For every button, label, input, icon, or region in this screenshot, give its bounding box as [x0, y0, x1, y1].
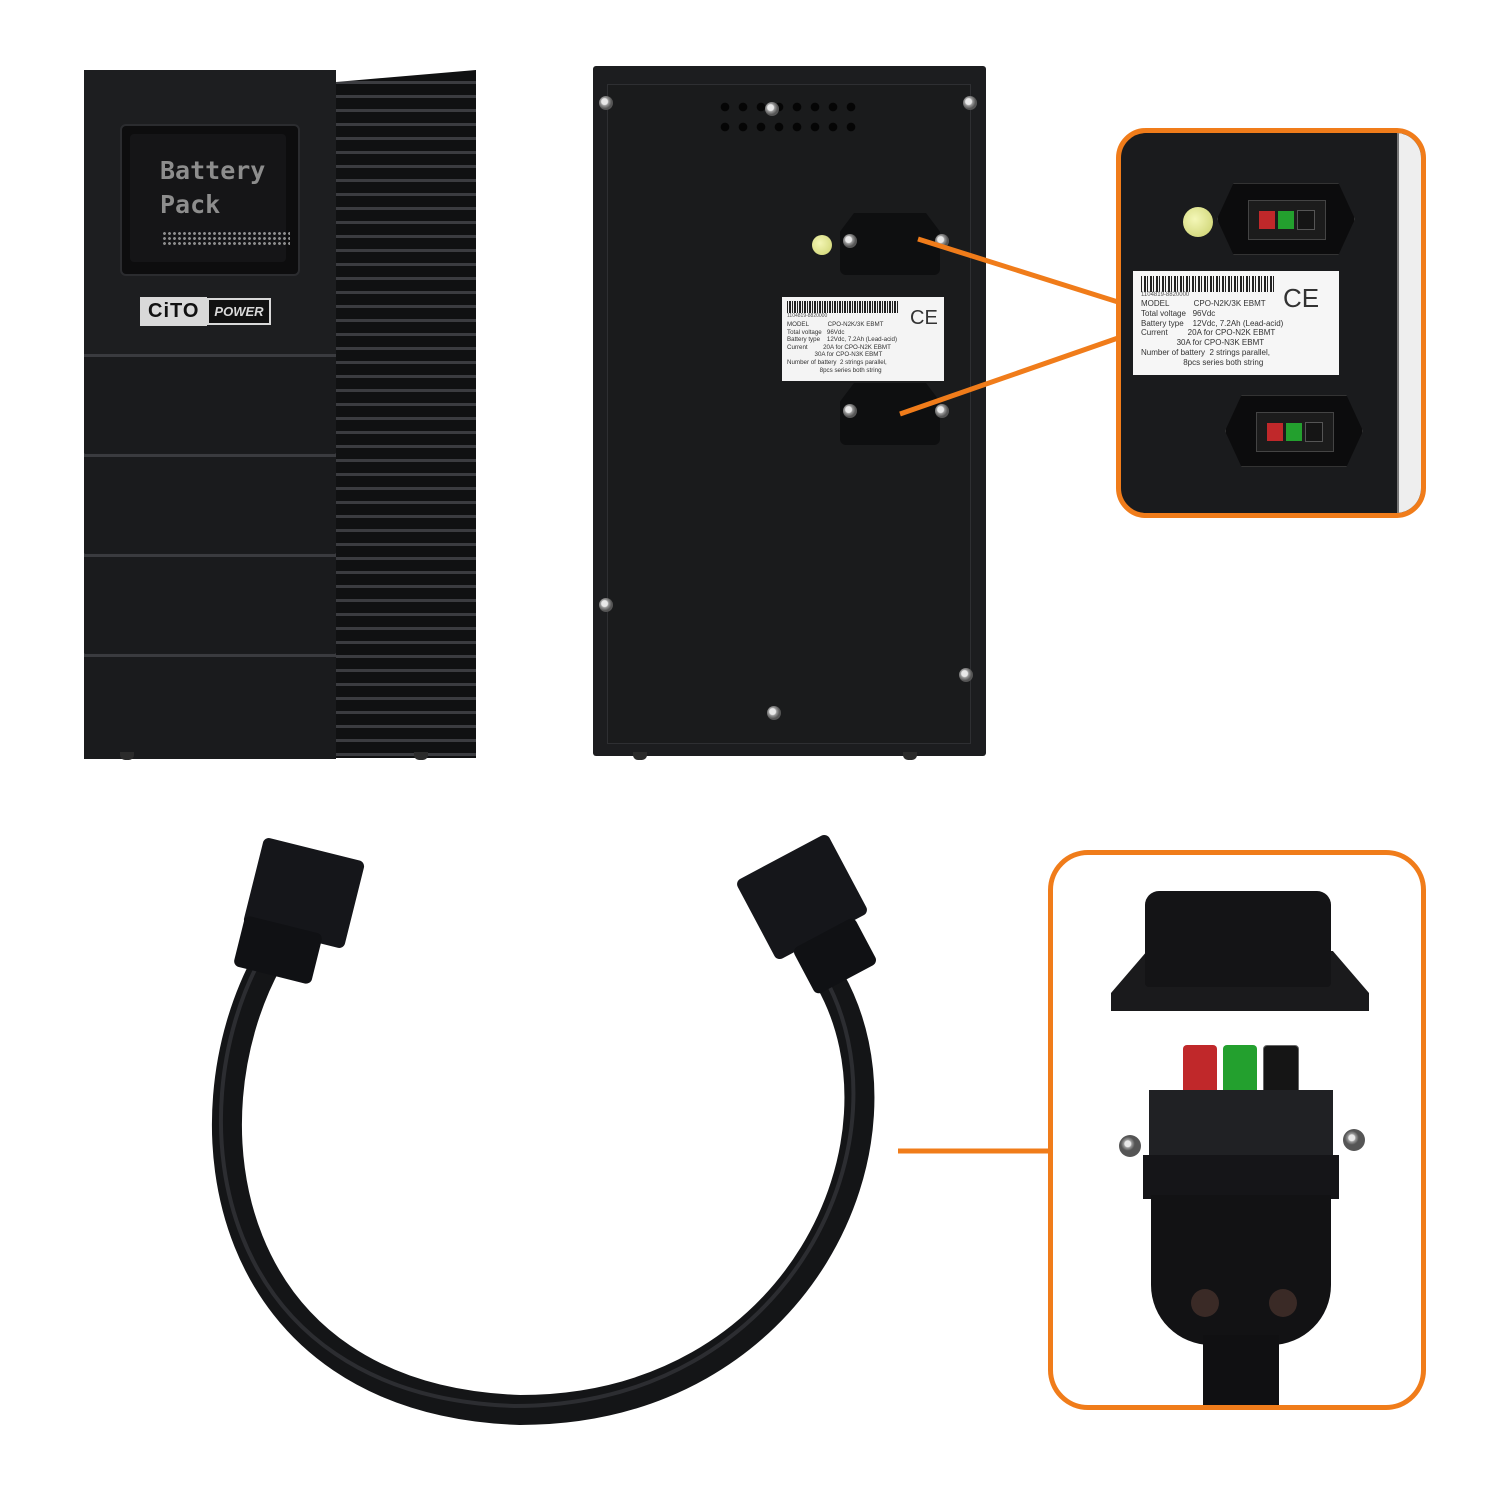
screw-icon: [935, 234, 949, 248]
front-drawer-1: [84, 354, 336, 453]
battery-pack-rear: 1104819-8820000 CE MODEL CPO-N2K/3K EBMT…: [593, 66, 986, 760]
display-window: Battery Pack: [120, 124, 300, 276]
green-pin: [1286, 423, 1302, 441]
label-line: Battery type 12Vdc, 7.2Ah (Lead-acid): [787, 336, 898, 344]
red-pin: [1267, 423, 1283, 441]
status-led: [812, 235, 832, 255]
screw-icon: [1343, 1129, 1365, 1151]
front-drawer-3: [84, 554, 336, 653]
green-pin: [1278, 211, 1294, 229]
connector-zoom: [1048, 850, 1426, 1410]
status-led-zoom: [1183, 207, 1213, 237]
screw-icon: [963, 96, 977, 110]
label-line: 8pcs series both string: [1141, 357, 1264, 367]
rear-panel: 1104819-8820000 CE MODEL CPO-N2K/3K EBMT…: [607, 84, 971, 744]
dot-pattern: [162, 231, 290, 245]
label-line: Total voltage 96Vdc: [787, 328, 845, 336]
foot: [903, 752, 917, 760]
label-line: Number of battery 2 strings parallel,: [787, 358, 887, 366]
brand-sub: POWER: [207, 297, 271, 325]
foot: [633, 752, 647, 760]
label-line: Total voltage 96Vdc: [1141, 308, 1216, 318]
window-text-line2: Pack: [160, 190, 221, 219]
battery-socket-bottom: [1225, 395, 1363, 467]
label-line: Current 20A for CPO-N2K EBMT: [1141, 328, 1276, 338]
battery-socket-top: [1217, 183, 1355, 255]
label-line: Number of battery 2 strings parallel,: [1141, 347, 1270, 357]
label-line: 30A for CPO-N3K EBMT: [1141, 338, 1265, 348]
black-pin: [1305, 422, 1323, 442]
label-line: MODEL CPO-N2K/3K EBMT: [1141, 299, 1266, 308]
serial-number: 1104819-8820000: [787, 313, 828, 319]
label-line: MODEL CPO-N2K/3K EBMT: [787, 321, 884, 328]
label-line: Battery type 12Vdc, 7.2Ah (Lead-acid): [1141, 318, 1284, 328]
plug-collar: [1143, 1155, 1339, 1199]
barcode: [1141, 276, 1275, 292]
foot: [120, 752, 134, 760]
front-panel: Battery Pack CiTO POWER: [84, 70, 336, 354]
red-pin: [1259, 211, 1275, 229]
brand-logo: CiTO POWER: [140, 296, 271, 326]
ce-mark: CE: [1283, 283, 1320, 313]
serial-number: 1104819-8820000: [1141, 292, 1190, 298]
plug-boot: [1151, 1195, 1331, 1345]
screw-icon: [843, 234, 857, 248]
front-drawer-4: [84, 654, 336, 759]
barcode: [787, 301, 899, 313]
cooling-fins: [336, 70, 476, 758]
screw-icon: [765, 102, 779, 116]
screw-icon: [767, 706, 781, 720]
screw-icon: [935, 404, 949, 418]
foot: [414, 752, 428, 760]
screw-icon: [599, 96, 613, 110]
battery-pack-front: Battery Pack CiTO POWER: [84, 70, 476, 760]
screw-icon: [959, 668, 973, 682]
ce-mark: CE: [910, 307, 938, 329]
black-pin: [1297, 210, 1315, 230]
screw-icon: [843, 404, 857, 418]
spec-label: 1104819-8820000 CE MODEL CPO-N2K/3K EBMT…: [782, 297, 944, 381]
connector-cap: [1145, 891, 1331, 987]
rear-port-zoom: 1104819-8820000 CE MODEL CPO-N2K/3K EBMT…: [1116, 128, 1426, 518]
vent-holes: [716, 97, 856, 139]
screw-icon: [599, 598, 613, 612]
spec-label-zoom: 1104819-8820000 CE MODEL CPO-N2K/3K EBMT…: [1133, 271, 1339, 375]
screw-icon: [1119, 1135, 1141, 1157]
label-line: 8pcs series both string: [787, 366, 882, 374]
front-drawer-2: [84, 454, 336, 553]
window-text-line1: Battery: [160, 156, 266, 185]
plug-cable: [1203, 1335, 1279, 1405]
plug-housing: [1149, 1090, 1333, 1162]
label-line: Current 20A for CPO-N2K EBMT: [787, 343, 891, 351]
battery-cable: [211, 945, 875, 1426]
label-line: 30A for CPO-N3K EBMT: [787, 351, 883, 359]
brand-main: CiTO: [140, 296, 208, 326]
